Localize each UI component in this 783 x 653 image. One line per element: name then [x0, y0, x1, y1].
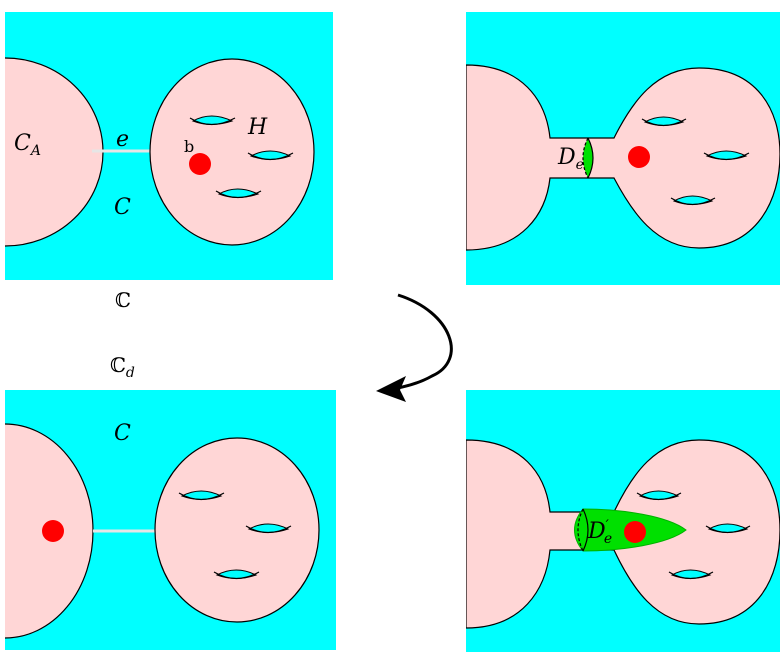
component-h-surface — [149, 58, 315, 246]
label-point-b: b — [184, 137, 194, 156]
handle-hole — [247, 150, 294, 161]
handle-hole — [703, 150, 750, 161]
label-bb-c: ℂ — [115, 288, 131, 312]
handle-hole — [636, 490, 682, 501]
label-curve-bottom: C — [114, 421, 131, 446]
handle-hole — [245, 523, 292, 534]
label-bb-cd: ℂd — [110, 353, 135, 381]
label-disk: De — [557, 145, 584, 173]
marked-point — [42, 520, 64, 542]
marked-point — [624, 521, 646, 543]
handle-hole — [641, 116, 687, 127]
component-h-surface — [154, 437, 320, 623]
label-curve-top: C — [114, 195, 131, 220]
handle-hole — [668, 569, 714, 580]
label-handle-body: H — [247, 115, 268, 140]
handle-hole — [705, 523, 751, 534]
marked-point — [189, 153, 211, 175]
label-disk-prime: D′e — [587, 518, 612, 547]
handle-hole — [178, 490, 225, 501]
handle-hole — [189, 115, 236, 126]
arrow-head-icon — [376, 376, 406, 402]
panel-bottom-left: C — [5, 390, 336, 650]
curved-arrow — [376, 293, 453, 402]
label-component-a: CA — [14, 131, 41, 159]
label-edge: e — [116, 127, 129, 152]
disk-de — [583, 138, 593, 178]
panel-top-left: CA e b H C — [5, 12, 333, 280]
handle-hole — [215, 188, 262, 199]
handle-hole — [213, 569, 260, 580]
marked-point — [628, 146, 650, 168]
handle-hole — [670, 195, 716, 206]
panel-top-right: De — [466, 12, 780, 285]
panel-bottom-right: D′e — [466, 390, 780, 652]
